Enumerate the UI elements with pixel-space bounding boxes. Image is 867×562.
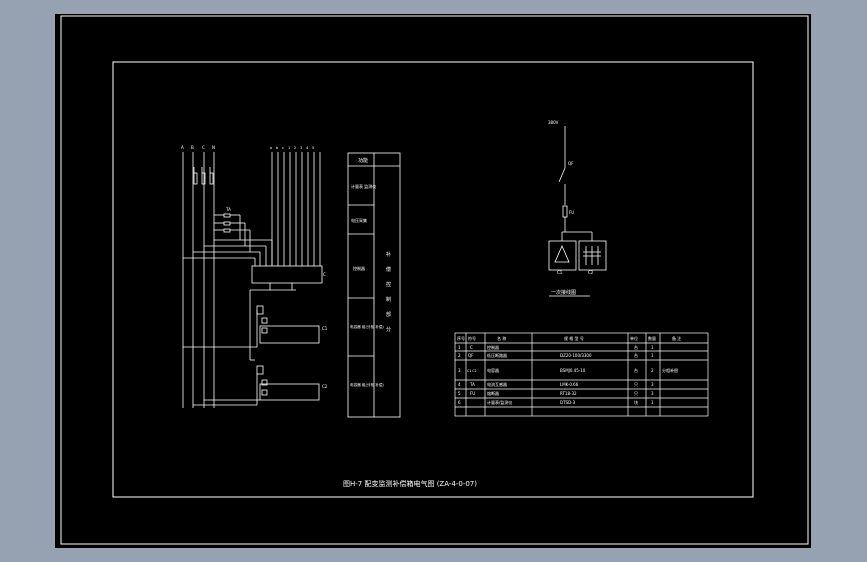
function-row-1: 电压采集	[351, 217, 367, 223]
terminal-label-3: 1	[288, 146, 290, 150]
bus-label-c: C	[202, 145, 205, 150]
table-cell: 3	[458, 368, 461, 373]
function-column: 功能 计量表 监测仪 电压采集 控制器 电容器 组(分相 补偿) 电容器 组(分…	[347, 152, 401, 418]
table-cell: 2	[458, 353, 461, 358]
table-header-3: 规 格 型 号	[564, 335, 584, 341]
side-label-4: 部	[386, 311, 391, 318]
material-table: 序号 符号 名 称 规 格 型 号 单位 数量 备 注 1 C 控制器 台 1 …	[454, 332, 709, 417]
terminal-label-7: 5	[312, 146, 314, 150]
table-cell: 台	[634, 344, 638, 350]
table-cell: DTSD-3	[560, 400, 576, 405]
fuse-c	[209, 172, 214, 185]
table-cell: 分相补偿	[662, 367, 678, 373]
function-row-3: 电容器 组(分相 补偿)	[350, 324, 384, 329]
table-cell: 3	[651, 382, 654, 387]
table-cell: 只	[634, 391, 638, 396]
side-label-3: 制	[386, 296, 391, 303]
table-cell: DZ20-100/3300	[560, 353, 592, 358]
table-cell: 台	[634, 352, 638, 358]
fuse-label: FU	[569, 210, 574, 215]
capacitor-unit-1	[548, 240, 577, 271]
function-row-2: 控制器	[353, 265, 365, 271]
bus-label-b: B	[191, 145, 194, 150]
table-cell: 1	[651, 345, 654, 350]
table-cell: 熔断器	[487, 390, 499, 396]
table-cell: 计量表/监测仪	[487, 399, 512, 405]
table-cell: 电容器	[487, 367, 499, 373]
terminal-label-0: a	[270, 146, 272, 150]
table-cell: 1	[651, 400, 654, 405]
table-cell: 1	[458, 345, 461, 350]
controller-tag: C	[323, 272, 326, 277]
single-line-caption: 一次接线图	[551, 289, 576, 296]
table-cell: LMK-0.66	[560, 382, 579, 387]
table-header-2: 名 称	[497, 335, 506, 341]
table-cell: 4	[458, 382, 461, 387]
wiring-schematic: A B C N TA	[181, 145, 328, 408]
function-header: 功能	[358, 157, 368, 164]
function-row-0: 计量表 监测仪	[351, 183, 376, 189]
single-line-diagram: 380V QF FU C1 C2 一次接线图	[548, 120, 607, 297]
breaker-symbol	[558, 167, 566, 183]
capacitor-box-2	[259, 383, 320, 401]
unit-label-2: C2	[588, 270, 594, 275]
side-label-1: 偿	[386, 266, 391, 273]
table-cell: QF	[468, 353, 474, 358]
side-label-0: 补	[386, 251, 391, 258]
ct-label: TA	[225, 207, 231, 212]
terminal-label-2: c	[282, 146, 284, 150]
bus-label-n: N	[212, 145, 215, 150]
table-cell: 块	[634, 399, 638, 405]
table-cell: FU	[470, 391, 475, 396]
table-cell: 只	[634, 382, 638, 387]
sheet-background	[55, 14, 811, 548]
table-cell: 电流互感器	[487, 381, 507, 387]
table-cell: 3	[651, 391, 654, 396]
fuse-b	[201, 172, 206, 185]
table-cell: 控制器	[487, 344, 499, 350]
table-header-6: 备 注	[672, 335, 681, 341]
table-cell: 低压断路器	[487, 352, 507, 358]
table-cell: 1	[651, 353, 654, 358]
sheet-inner-frame	[112, 61, 754, 498]
table-cell: C	[470, 345, 473, 350]
table-cell: RT18-32	[560, 391, 577, 396]
table-header-0: 序号	[457, 335, 465, 341]
bus-label-a: A	[181, 145, 184, 150]
table-cell: 2	[651, 368, 654, 373]
terminal-label-1: b	[276, 146, 279, 150]
table-cell: 5	[458, 391, 461, 396]
unit-label-1: C1	[557, 270, 563, 275]
terminal-label-5: 3	[300, 146, 302, 150]
capacitor-box-1	[259, 325, 320, 344]
source-label: 380V	[548, 120, 559, 125]
fuse-a	[193, 172, 198, 185]
drawing-title: 图H-7 配变监测补偿箱电气图 (ZA-4-0-07)	[343, 479, 477, 488]
function-row-4: 电容器 组(分相 补偿)	[350, 382, 384, 387]
capacitor-tag-2: C2	[322, 384, 328, 389]
table-cell: 6	[458, 400, 461, 405]
table-cell: 台	[634, 367, 638, 373]
capacitor-tag-1: C1	[322, 326, 328, 331]
terminal-label-6: 4	[306, 146, 309, 150]
delta-symbol	[554, 245, 570, 263]
table-cell: C1 C2	[467, 369, 477, 373]
table-cell: BSMJ0.45-10	[560, 368, 586, 373]
table-header-1: 符号	[468, 335, 476, 341]
side-label-2: 控	[386, 281, 391, 288]
sheet-outer-border	[60, 15, 809, 545]
capacitor-unit-2	[578, 240, 607, 271]
table-header-4: 单位	[630, 335, 638, 341]
terminal-label-4: 2	[294, 146, 296, 150]
side-label-5: 分	[386, 326, 391, 333]
controller-box	[251, 265, 323, 284]
breaker-label: QF	[568, 161, 574, 166]
table-header-5: 数量	[648, 335, 656, 341]
table-cell: TA	[469, 382, 475, 387]
